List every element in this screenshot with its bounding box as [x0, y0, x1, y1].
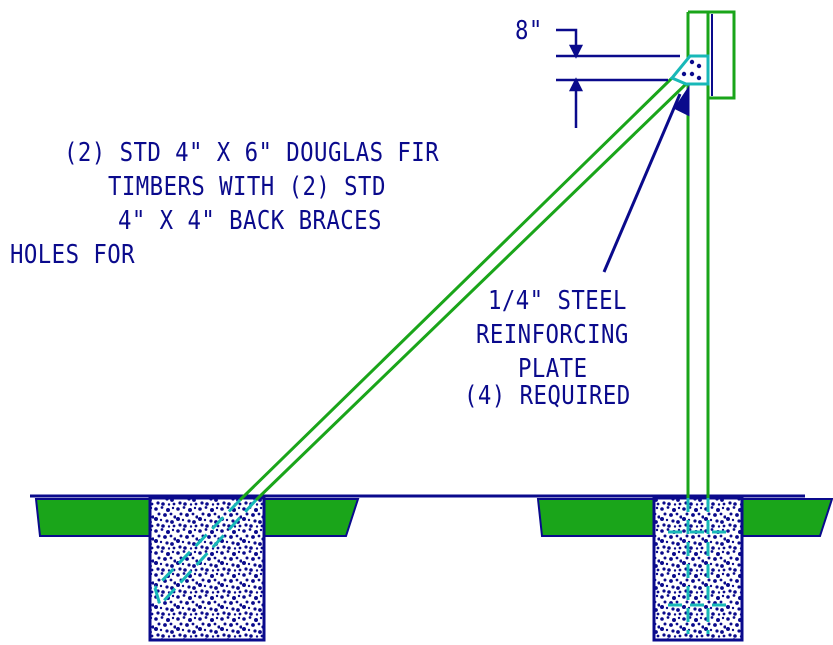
vertical-post-embedded: [668, 498, 728, 634]
plate-label-line-3: PLATE: [518, 354, 588, 384]
ground-left-inner: [263, 498, 360, 537]
dimension-label: 8": [515, 16, 543, 46]
left-concrete-footing: [148, 496, 266, 642]
timbers-label-line-1: (2) STD 4" X 6" DOUGLAS FIR: [64, 138, 440, 168]
timbers-label-line-3: 4" X 4" BACK BRACES: [118, 206, 382, 236]
dimension-8in: [556, 28, 680, 128]
ground-right-outer: [536, 498, 655, 537]
plate-label-line-4: (4) REQUIRED: [464, 381, 631, 411]
ground-left-outer: [34, 498, 151, 537]
right-concrete-footing: [652, 496, 744, 642]
holes-label: HOLES FOR: [10, 240, 136, 270]
reinforcing-plate: [669, 54, 710, 86]
plate-label-line-1: 1/4" STEEL: [488, 286, 627, 316]
back-brace: [238, 76, 688, 502]
timbers-label-line-2: TIMBERS WITH (2) STD: [108, 172, 386, 202]
ground-right-inner: [741, 498, 833, 537]
back-brace-embedded: [153, 498, 258, 607]
plate-leader-arrow: [602, 85, 690, 273]
plate-label-line-2: REINFORCING: [476, 320, 629, 350]
